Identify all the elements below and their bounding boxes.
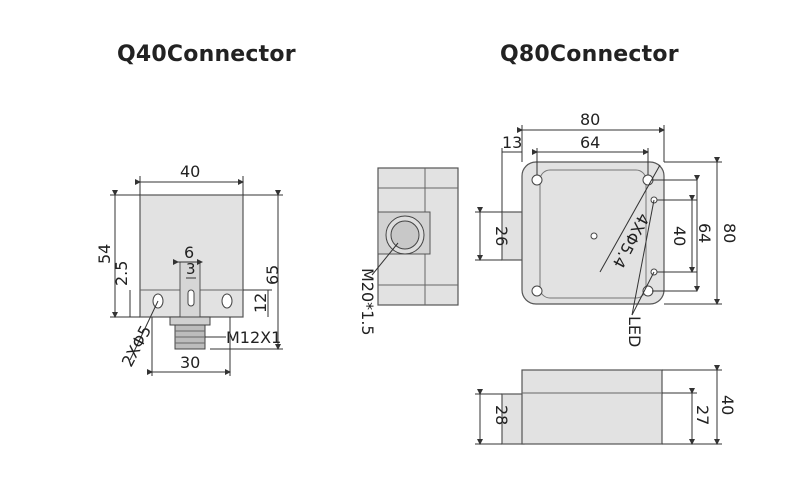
q40-hole-right xyxy=(221,293,233,309)
q40-dim-height-body: 54 xyxy=(95,244,114,264)
q80-dim-hole-spacing: 40 xyxy=(670,226,689,246)
q80-bottom-view: 28 27 40 xyxy=(475,365,737,445)
q80-dim-offset: 13 xyxy=(502,133,522,152)
q80-front-view: 80 64 13 26 4XΦ5.4 40 64 80 LED xyxy=(475,110,739,347)
q40-dim-height-total: 65 xyxy=(263,265,282,285)
q80-bottom-dim-left: 28 xyxy=(492,405,511,425)
q40-dim-slot-inner: 3 xyxy=(186,260,196,278)
q80-label-thread: M20*1.5 xyxy=(358,268,377,336)
q80-dim-inner-height: 64 xyxy=(695,223,714,243)
q80-bottom-dim-right: 27 xyxy=(693,405,712,425)
q40-title: Q40Connector xyxy=(117,42,296,67)
q80-dim-inner-width: 64 xyxy=(580,133,600,152)
q80-dim-width: 80 xyxy=(580,110,600,129)
q40-dim-base: 30 xyxy=(180,353,200,372)
q80-label-led: LED xyxy=(625,316,644,347)
q80-bottom-body xyxy=(521,369,663,445)
q80-dim-height: 80 xyxy=(720,223,739,243)
q40-front-view: 40 54 2.5 6 3 65 12 2XΦ5 M12X1 30 xyxy=(95,162,283,376)
q80-dim-left-height: 26 xyxy=(492,226,511,246)
q40-dim-bottom: 12 xyxy=(251,293,270,313)
q80-side-view: M20*1.5 xyxy=(358,167,459,336)
q80-thread-hole xyxy=(390,220,420,250)
q40-label-holes: 2XΦ5 xyxy=(118,322,155,370)
q80-bottom-dim-total: 40 xyxy=(718,395,737,415)
q40-dim-offset: 2.5 xyxy=(112,261,131,286)
q40-dim-slot: 6 xyxy=(184,243,194,262)
q40-slot xyxy=(187,289,195,307)
q40-dim-width: 40 xyxy=(180,162,200,181)
q80-title: Q80Connector xyxy=(500,42,679,67)
q40-label-connector: M12X1 xyxy=(226,328,281,347)
